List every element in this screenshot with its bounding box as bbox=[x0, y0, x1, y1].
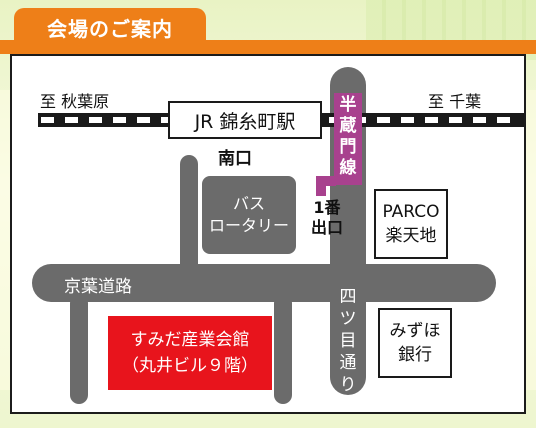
bus-rotary-line2: ロータリー bbox=[208, 216, 289, 235]
hanzomon-line-marker: 半蔵門線 bbox=[334, 93, 362, 185]
bus-rotary: バス ロータリー bbox=[202, 176, 296, 254]
mizuho-line1: みずほ bbox=[389, 321, 441, 341]
exit-1-line1: 1番 bbox=[313, 198, 341, 217]
mizuho-line2: 銀行 bbox=[398, 345, 432, 365]
destination-left: 至 秋葉原 bbox=[40, 92, 110, 111]
bus-rotary-line1: バス bbox=[232, 194, 265, 213]
venue-sumida-sangyo-kaikan: すみだ産業会館 （丸井ビル９階） bbox=[108, 316, 272, 390]
hanzomon-line-label: 半蔵門線 bbox=[339, 95, 357, 178]
road-lower-mid bbox=[274, 294, 292, 404]
header-tab: 会場のご案内 bbox=[14, 8, 206, 46]
destination-right: 至 千葉 bbox=[428, 92, 482, 111]
road-keiyo bbox=[32, 264, 496, 302]
keiyo-road-label: 京葉道路 bbox=[64, 277, 132, 297]
road-lower-left bbox=[70, 294, 88, 404]
exit-1-line2: 出口 bbox=[310, 218, 343, 237]
south-exit-label: 南口 bbox=[218, 149, 252, 169]
exit-1-label: 1番 出口 bbox=[307, 198, 347, 238]
parco-rakutenchi: PARCO 楽天地 bbox=[374, 189, 448, 259]
parco-line2: 楽天地 bbox=[385, 226, 437, 246]
road-bus-access bbox=[180, 155, 198, 285]
mizuho-bank: みずほ 銀行 bbox=[378, 308, 452, 378]
hanzomon-exit-connector bbox=[316, 176, 336, 186]
venue-line2: （丸井ビル９階） bbox=[122, 356, 258, 376]
yotsume-road-label: 四ツ目通り bbox=[339, 287, 357, 395]
hanzomon-exit-connector-down bbox=[316, 176, 326, 196]
parco-line1: PARCO bbox=[382, 202, 440, 222]
venue-line1: すみだ産業会館 bbox=[130, 330, 250, 350]
page-title: 会場のご案内 bbox=[47, 16, 173, 41]
station-label: JR 錦糸町駅 bbox=[168, 101, 322, 139]
